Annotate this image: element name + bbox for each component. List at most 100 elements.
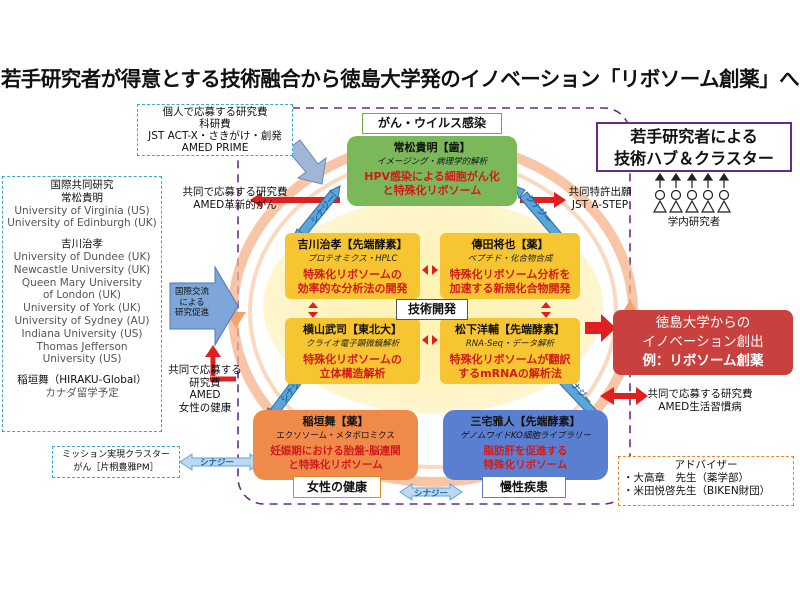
research-theme: 特殊化リボソームの: [303, 268, 402, 281]
bottom-synergy-arrow: [399, 483, 463, 501]
innovation-arrow: [585, 314, 616, 342]
joint-line: 共同で応募する: [168, 364, 242, 376]
intl-arrow-line: 国際交流: [174, 287, 209, 297]
innovation-line: 徳島大学からの: [655, 315, 751, 331]
method-label: イメージング・病理学的解析: [376, 157, 488, 167]
research-theme: 脂肪肝を促進する: [483, 445, 568, 457]
research-theme: 特殊化リボソームの: [303, 353, 402, 366]
researchers-label: 学内研究者: [667, 216, 721, 228]
joint-line: 研究費: [189, 376, 221, 389]
innovation-line: イノベーション創出: [642, 334, 764, 350]
advisor-line: ・米田悦啓先生（BIKEN財団）: [623, 485, 771, 497]
page-title: 若手研究者が得意とする技術融合から徳島大学発のイノベーション「リボソーム創薬」へ: [0, 67, 800, 91]
advisor-line: ・大高章 先生（薬学部）: [623, 472, 749, 484]
hub-line: 若手研究者による: [630, 127, 758, 146]
funding-line: 科研費: [199, 118, 231, 130]
researcher-name: 常松貴明【歯】: [393, 141, 471, 154]
mission-line: ミッション実現クラスター: [62, 450, 170, 460]
method-label: ゲノムワイドKO細胞ライブラリー: [460, 431, 591, 441]
funding-line: 個人で応募する研究費: [162, 106, 268, 118]
hub-box: 若手研究者による 技術ハブ＆クラスター: [596, 122, 792, 172]
mission-line: がん［片桐豊雅PM］: [73, 463, 159, 473]
university: of London (UK): [42, 289, 122, 302]
joint-line: 共同で応募する研究費: [647, 388, 753, 400]
joint-line: AMED生活習慣病: [658, 401, 742, 413]
researcher-name: 常松貴明: [61, 191, 103, 204]
university: Thomas Jefferson: [36, 340, 128, 353]
joint-line: AMED革新的がん: [193, 199, 277, 211]
research-theme: するmRNAの解析法: [458, 367, 562, 380]
researcher-name: 稲垣舞（HIRAKU-Global）: [17, 374, 147, 387]
patent-line: JST A-STEP: [571, 199, 629, 211]
patent-line: 共同特許出願: [568, 186, 632, 198]
matsushita-box: 松下洋輔【先端酵素】 RNA-Seq・データ解析 特殊化リボソームが翻訳 するm…: [440, 318, 580, 384]
yoshikawa-box: 吉川治孝【先端酵素】 プロテオミクス・HPLC 特殊化リボソームの 効率的な分析…: [285, 233, 420, 299]
university: Indiana University (US): [21, 327, 143, 340]
research-theme: 加速する新規化合物開発: [449, 282, 571, 295]
method-label: ペプチド・化合物合成: [467, 254, 553, 264]
womens-health-label: 女性の健康: [293, 476, 381, 498]
university: Queen Mary University: [21, 276, 143, 289]
method-label: エクソソーム・メタボロミクス: [276, 431, 395, 441]
method-label: プロテオミクス・HPLC: [307, 254, 398, 264]
double-arrows: [308, 265, 551, 345]
intl-collab-box: 国際共同研究 常松貴明 University of Virginia (US) …: [2, 176, 162, 432]
innovation-line: 例：リボソーム創薬: [642, 353, 764, 369]
hub-line: 技術ハブ＆クラスター: [614, 149, 774, 168]
cancer-box: 常松貴明【歯】 イメージング・病理学的解析 HPV感染による細胞がん化 と特殊化…: [347, 136, 517, 206]
left-joint-arrow: [205, 345, 236, 382]
innovation-box: 徳島大学からの イノベーション創出 例：リボソーム創薬: [613, 310, 793, 375]
university: University of Virginia (US): [14, 204, 150, 217]
researcher-icons: [652, 172, 732, 213]
university: University of Edinburgh (UK): [7, 217, 157, 230]
right-joint-arrow: [600, 387, 648, 405]
researcher-name: 三宅雅人【先端酵素】: [470, 415, 581, 428]
intl-arrow-shape: [169, 265, 239, 347]
joint-funding-left-top: 共同で応募する研究費 AMED革新的がん: [180, 186, 290, 212]
researcher-name: 吉川治孝: [61, 238, 103, 251]
kaken-arrow: [286, 139, 327, 185]
method-label: クライオ電子顕微鏡解析: [305, 339, 400, 349]
chronic-disease-box: 三宅雅人【先端酵素】 ゲノムワイドKO細胞ライブラリー 脂肪肝を促進する 特殊化…: [443, 410, 608, 480]
funding-line: AMED PRIME: [181, 142, 249, 154]
researcher-name: 傳田将也【薬】: [471, 238, 549, 251]
intl-arrow-line: 研究促進: [174, 308, 209, 318]
university: University of York (UK): [23, 302, 141, 315]
intl-arrow-line: による: [179, 297, 205, 308]
research-theme: と特殊化リボソーム: [288, 459, 383, 471]
researcher-name: 吉川治孝【先端酵素】: [297, 238, 408, 251]
researcher-name: 松下洋輔【先端酵素】: [455, 323, 565, 336]
chronic-disease-label: 慢性疾患: [482, 476, 566, 498]
research-theme: 妊娠期における胎盤-脳連関: [270, 445, 401, 457]
tech-dev-label: 技術開発: [396, 299, 468, 320]
university: University of Dundee (UK): [13, 250, 151, 263]
study-abroad: カナダ留学予定: [45, 386, 119, 399]
yokoyama-box: 横山武司【東北大】 クライオ電子顕微鏡解析 特殊化リボソームの 立体構造解析: [285, 318, 420, 384]
research-theme: 特殊化リボソーム: [483, 459, 568, 471]
method-label: RNA-Seq・データ解析: [465, 339, 555, 349]
advisor-heading: アドバイザー: [674, 459, 738, 471]
joint-funding-left-bottom: 共同で応募する 研究費 AMED 女性の健康: [166, 364, 244, 414]
synergy-label: シナジー: [414, 489, 449, 499]
research-theme: 立体構造解析: [319, 367, 386, 380]
research-theme: 特殊化リボソーム分析を: [449, 268, 571, 281]
mission-cluster-box: ミッション実現クラスター がん［片桐豊雅PM］: [52, 446, 180, 478]
individual-funding-box: 個人で応募する研究費 科研費 JST ACT-X・さきがけ・創発 AMED PR…: [137, 104, 293, 156]
research-theme: と特殊化リボソーム: [382, 184, 482, 197]
researcher-name: 横山武司【東北大】: [303, 323, 402, 336]
cancer-label: がん・ウイルス感染: [362, 113, 502, 134]
joint-line: AMED: [189, 389, 221, 401]
research-theme: HPV感染による細胞がん化: [364, 170, 500, 183]
researcher-name: 稲垣舞【薬】: [302, 415, 369, 428]
denda-box: 傳田将也【薬】 ペプチド・化合物合成 特殊化リボソーム分析を 加速する新規化合物…: [440, 233, 580, 299]
funding-line: JST ACT-X・さきがけ・創発: [148, 130, 282, 142]
patent-label: 共同特許出願 JST A-STEP: [560, 186, 640, 212]
university: University (US): [42, 353, 122, 366]
joint-line: 女性の健康: [178, 401, 232, 414]
university: University of Sydney (AU): [14, 314, 150, 327]
research-theme: 効率的な分析法の開発: [297, 282, 408, 295]
advisor-box: アドバイザー ・大高章 先生（薬学部） ・米田悦啓先生（BIKEN財団）: [618, 456, 794, 506]
intl-heading: 国際共同研究: [50, 179, 114, 191]
intl-arrow-label: 国際交流 による 研究促進: [166, 287, 218, 319]
joint-line: 共同で応募する研究費: [182, 186, 288, 198]
